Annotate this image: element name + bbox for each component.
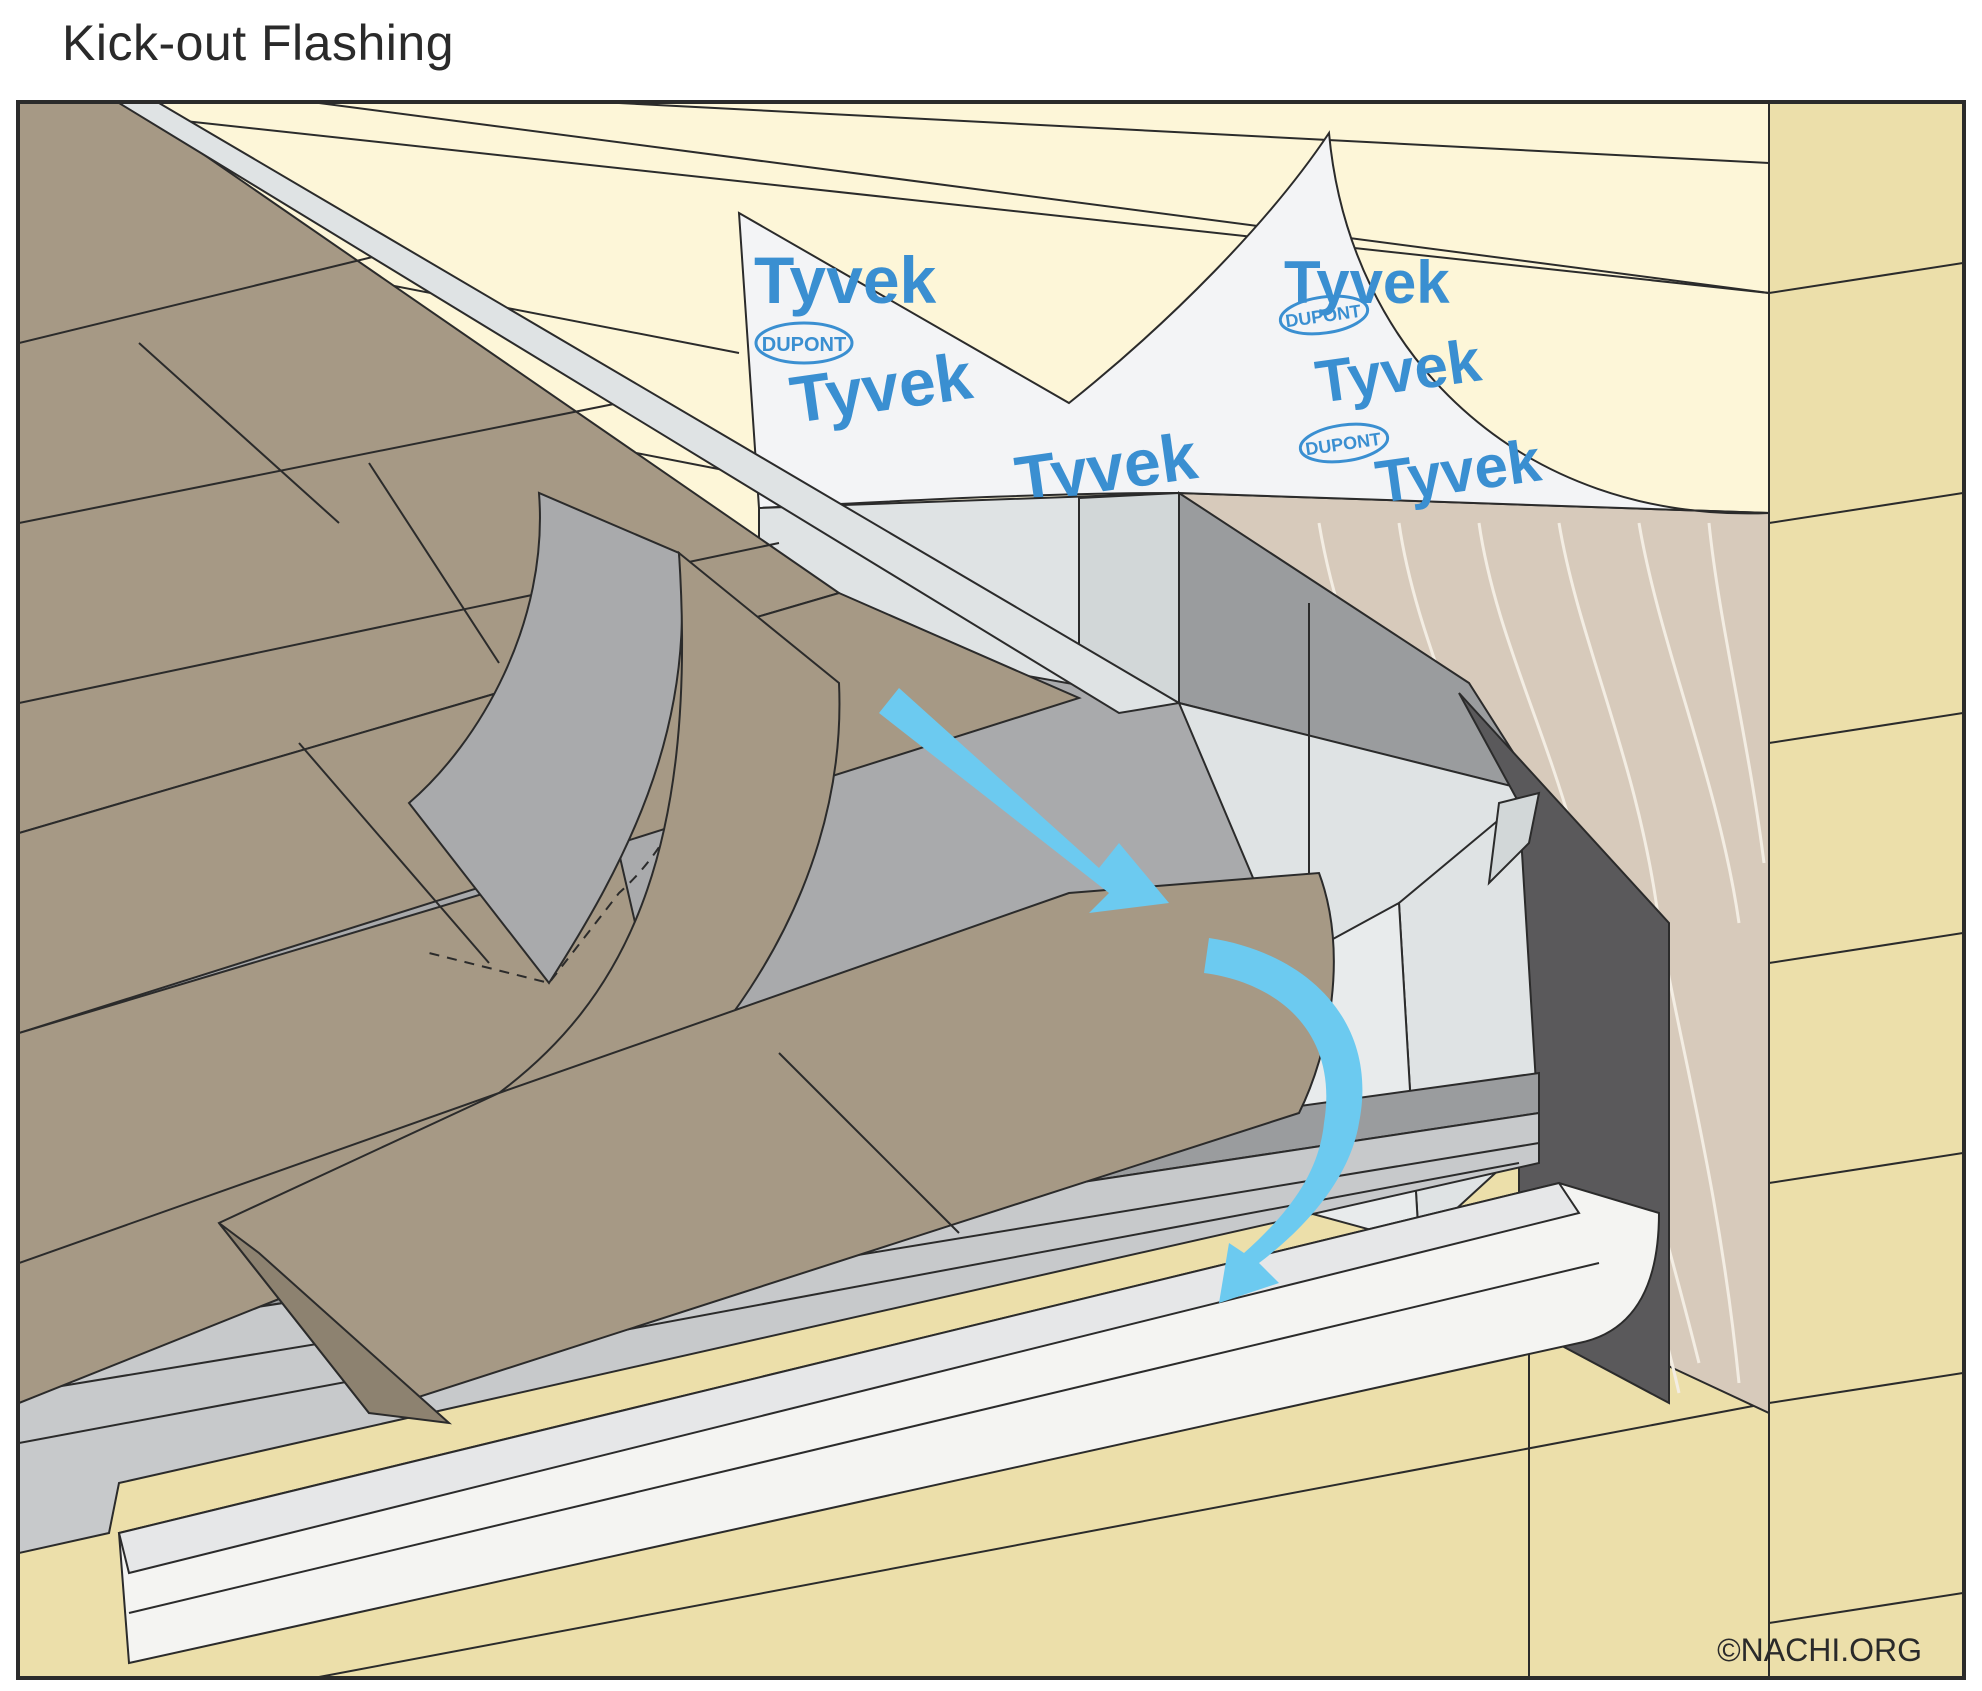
- water-flow-arrow-into-gutter: [1204, 938, 1363, 1303]
- copyright-credit: ©NACHI.ORG: [1717, 1632, 1922, 1668]
- roof-edge-trim: [117, 103, 1182, 715]
- curled-shingles: [19, 491, 1335, 1425]
- dupont-logo-1: DUPONT: [754, 321, 854, 365]
- side-siding: [1768, 103, 1963, 1677]
- svg-text:DUPONT: DUPONT: [762, 334, 846, 356]
- page-title: Kick-out Flashing: [62, 15, 454, 71]
- illustration-frame: Tyvek Tyvek Tyvek Tyvek Tyvek Tyvek DUPO…: [16, 100, 1966, 1680]
- gutter: [117, 1181, 1661, 1665]
- kick-out-flashing-illustration: Tyvek Tyvek Tyvek Tyvek Tyvek Tyvek DUPO…: [19, 103, 1963, 1677]
- water-flow-arrows: [879, 688, 1363, 1303]
- water-flow-arrow-down-slope: [879, 688, 1169, 913]
- tyvek-label-1: Tyvek: [754, 243, 937, 317]
